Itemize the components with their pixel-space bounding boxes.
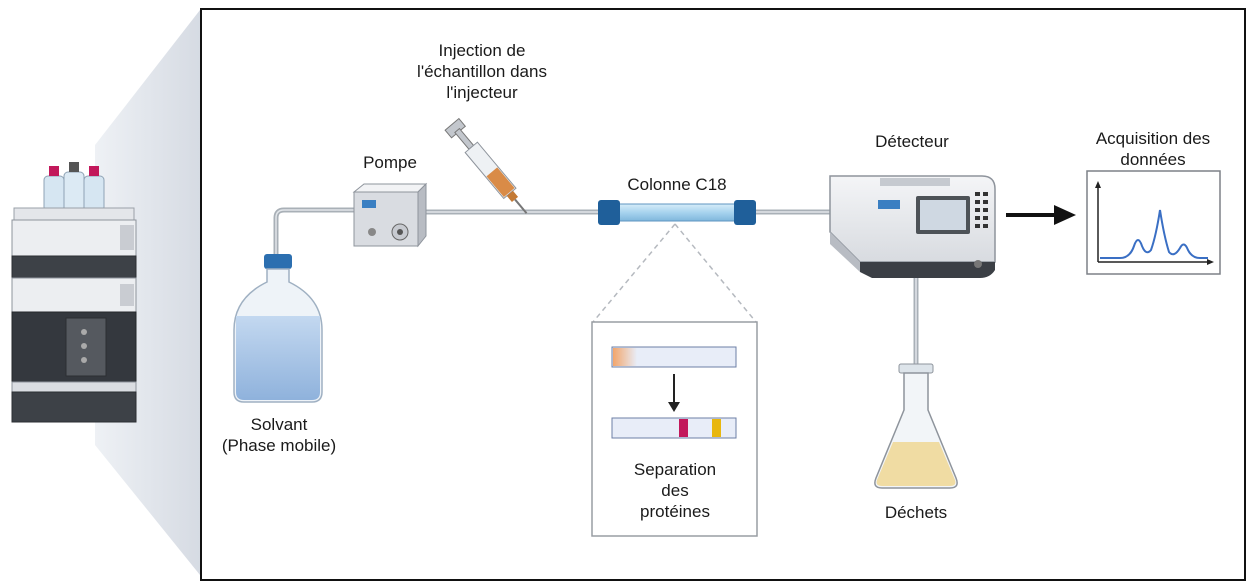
label-injection-line-2: l'échantillon dans xyxy=(417,62,547,81)
label-separation-line-1: Separation xyxy=(633,460,717,479)
label-acquisition-line-1: Acquisition des xyxy=(1095,129,1211,148)
chromatogram-icon xyxy=(1086,170,1221,275)
output-arrow xyxy=(1006,205,1076,225)
label-acquisition-line-2: données xyxy=(1120,150,1186,169)
label-column: Colonne C18 xyxy=(627,175,727,194)
hplc-system-icon xyxy=(11,162,137,423)
column-icon xyxy=(598,200,756,225)
label-solvent-line-1: Solvant xyxy=(250,415,308,434)
band-after xyxy=(611,417,737,439)
detector-icon xyxy=(829,175,996,278)
projection-cone xyxy=(95,10,200,575)
separation-arrow xyxy=(668,374,680,412)
label-separation-line-3: protéines xyxy=(640,502,710,521)
pump-icon xyxy=(352,182,428,248)
solvent-bottle-icon xyxy=(233,254,323,403)
label-solvent: Solvant (Phase mobile) xyxy=(204,414,354,456)
zoom-indicator xyxy=(592,223,757,323)
label-acquisition: Acquisition des données xyxy=(1068,128,1238,170)
label-injection-line-3: l'injecteur xyxy=(446,83,518,102)
label-waste: Déchets xyxy=(884,503,948,522)
syringe-icon xyxy=(444,117,528,214)
label-separation-line-2: des xyxy=(661,481,689,500)
diagram-frame xyxy=(200,8,1246,581)
label-separation: Separation des protéines xyxy=(600,459,750,522)
label-solvent-line-2: (Phase mobile) xyxy=(221,436,337,455)
label-pump: Pompe xyxy=(363,153,417,172)
label-injection-line-1: Injection de xyxy=(438,41,526,60)
label-detector: Détecteur xyxy=(875,132,949,151)
band-before xyxy=(611,346,737,368)
waste-flask-icon xyxy=(874,363,958,489)
label-injection: Injection de l'échantillon dans l'inject… xyxy=(392,40,572,103)
